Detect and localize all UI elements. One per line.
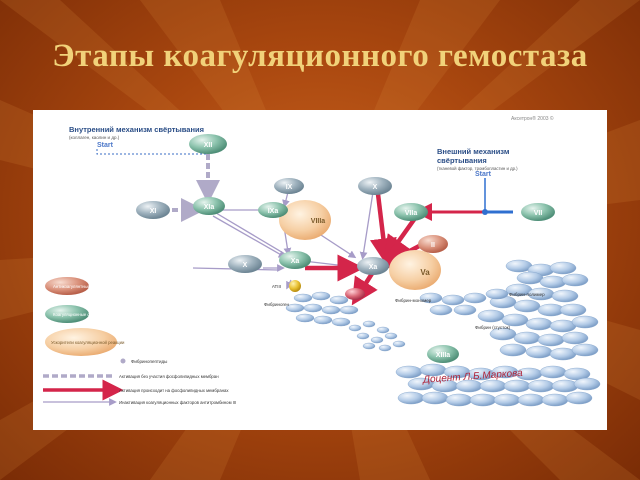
atiii-sphere bbox=[289, 280, 301, 292]
fibrin-clot-label: Фибрин (сгусток) bbox=[475, 325, 511, 330]
fibrinopeptides-label: Фибринопептиды bbox=[131, 359, 167, 364]
factor-viiia-label: VIIIa bbox=[311, 218, 326, 225]
factor-ixa-label: IXa bbox=[268, 208, 279, 215]
legend-inhibitor-swatch bbox=[45, 277, 89, 295]
coagulation-diagram: Аксетрон® 2003 © Внутренний механизм свё… bbox=[43, 115, 601, 407]
factor-viia-label: VIIa bbox=[405, 210, 418, 217]
fibrinogen-cluster bbox=[285, 291, 359, 327]
extrinsic-start-label: Start bbox=[475, 171, 492, 178]
factor-xi-sphere bbox=[136, 201, 170, 219]
legend-inhibitors-text: Антикоагулянтные (ингибиторы) факторы bbox=[53, 284, 136, 289]
factor-xiiia-sphere bbox=[427, 345, 459, 363]
factor-xii-sphere bbox=[189, 134, 227, 154]
factor-ii-sphere bbox=[418, 235, 448, 253]
factor-xa-left-label: Xa bbox=[291, 258, 300, 265]
intrinsic-title: Внутренний механизм свёртывания bbox=[69, 125, 204, 134]
legend-activation-without-text: Активация без участия фосфолипидных мемб… bbox=[119, 374, 219, 379]
factor-vii-sphere bbox=[521, 203, 555, 221]
extrinsic-junction-dot bbox=[482, 209, 488, 215]
factor-va-label: Va bbox=[420, 268, 430, 277]
legend-accelerator-swatch bbox=[45, 328, 117, 356]
factor-x-top-label: X bbox=[373, 184, 378, 191]
factor-x-top-sphere bbox=[358, 177, 392, 195]
fibrinogen-label: Фибриноген bbox=[264, 302, 290, 307]
factor-xa-center-label: Xa bbox=[369, 264, 378, 271]
factor-xi-label: XI bbox=[150, 208, 157, 215]
fibrin-monomer-cluster bbox=[348, 320, 406, 352]
factor-ii-label: II bbox=[431, 242, 435, 249]
legend: Антикоагулянтные (ингибиторы) факторы Ко… bbox=[43, 277, 236, 406]
legend-coag-swatch bbox=[45, 305, 89, 323]
legend-coag-text: Коагуляционные факторы (профермент) bbox=[53, 312, 135, 317]
extrinsic-title-line2: свёртывания bbox=[437, 156, 487, 165]
fibrin-polymer-cluster bbox=[419, 259, 599, 361]
factor-xia-sphere bbox=[193, 197, 225, 215]
factor-iia-sphere bbox=[345, 288, 365, 300]
factor-ixa-sphere bbox=[258, 202, 288, 218]
factor-xa-left-sphere bbox=[279, 251, 311, 269]
factor-xia-label: XIa bbox=[204, 204, 215, 211]
fibrin-monomer-label: Фибрин-мономер bbox=[395, 298, 432, 303]
viiia-cofactor bbox=[279, 200, 331, 240]
diagram-panel: Аксетрон® 2003 © Внутренний механизм свё… bbox=[33, 110, 607, 430]
va-cofactor bbox=[389, 250, 441, 290]
fibrin-polymer-label: Фибрин-полимер bbox=[509, 292, 545, 297]
legend-activation-with-text: Активация происходит на фосфолипидных ме… bbox=[119, 388, 229, 393]
copyright-label: Аксетрон® 2003 © bbox=[511, 115, 554, 122]
factor-xa-center-sphere bbox=[357, 257, 389, 275]
factor-xii-label: XII bbox=[204, 142, 213, 149]
factor-viia-sphere bbox=[394, 203, 428, 221]
intrinsic-start-label: Start bbox=[97, 142, 114, 149]
legend-accelerator-text: Ускорители коагуляционной реакции bbox=[51, 340, 125, 345]
factor-xiiia-label: XIIIa bbox=[436, 352, 451, 359]
atiii-label: АТIII bbox=[272, 284, 281, 289]
factor-x-left-sphere bbox=[228, 255, 262, 273]
slide-title: Этапы коагуляционного гемостаза bbox=[52, 38, 588, 74]
extrinsic-title-line1: Внешний механизм bbox=[437, 147, 510, 156]
factor-x-left-label: X bbox=[243, 262, 248, 269]
factor-vii-label: VII bbox=[534, 210, 543, 217]
factor-ix-sphere bbox=[274, 178, 304, 194]
fibrin-clot-cluster bbox=[395, 363, 601, 407]
legend-inactivation-text: Инактивация коагуляционных факторов анти… bbox=[119, 400, 236, 405]
intrinsic-subtitle: (коллаген, каолин и др.) bbox=[69, 135, 120, 140]
extrinsic-subtitle: (тканевой фактор, тромбопластин и др.) bbox=[437, 166, 518, 171]
legend-fibrinopeptide-icon bbox=[120, 358, 126, 364]
factor-ix-label: IX bbox=[286, 184, 293, 191]
